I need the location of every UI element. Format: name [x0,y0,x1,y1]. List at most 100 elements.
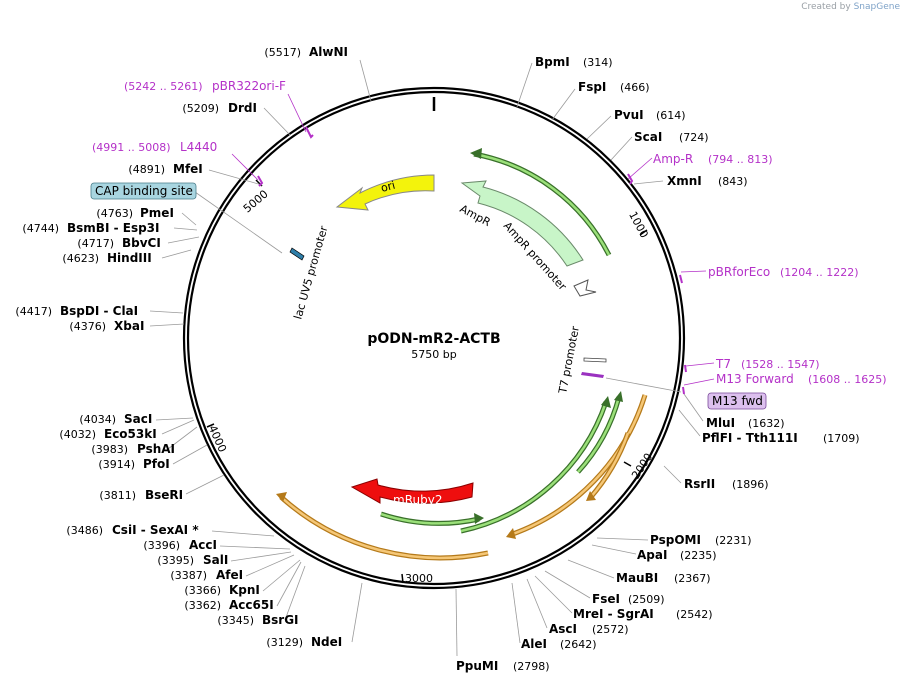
enzyme-maubi[interactable]: MauBI(2367) [616,571,711,585]
enzyme-ppumi[interactable]: PpuMI(2798) [456,659,550,673]
enzyme-scai[interactable]: ScaI(724) [634,130,709,144]
enzyme-kpni[interactable]: (3366)KpnI [184,583,259,597]
ori-arrow[interactable] [335,174,435,211]
svg-text:(5209): (5209) [182,102,219,115]
svg-text:HindIII: HindIII [107,251,152,265]
svg-text:(5517): (5517) [264,46,301,59]
enzyme-pspomi[interactable]: PspOMI (2231) [650,533,752,547]
svg-text:(3362): (3362) [184,599,221,612]
enzyme-afei[interactable]: (3387)AfeI [170,568,243,582]
svg-text:(5242 .. 5261): (5242 .. 5261) [124,80,203,93]
primer-m13-forward[interactable]: M13 Forward(1608 .. 1625) [716,372,887,386]
enzyme-alei[interactable]: AleI (2642) [521,637,597,651]
orf-green-bottom-head [474,513,484,524]
enzyme-bsmbi[interactable]: (4744)BsmBI - Esp3I [22,221,159,235]
svg-text:(2542): (2542) [676,608,713,621]
primer-amp-r[interactable]: Amp-R (794 .. 813) [653,152,773,166]
enzyme-pvui[interactable]: PvuI(614) [614,108,686,122]
ampr-promoter-arrow[interactable] [573,279,597,297]
ampr-arrow[interactable] [460,180,584,267]
svg-text:(2572): (2572) [592,623,629,636]
enzyme-drdi[interactable]: (5209) DrdI [182,101,257,115]
svg-text:(3366): (3366) [184,584,221,597]
enzyme-bseri[interactable]: (3811)BseRI [99,488,183,502]
svg-text:(2509): (2509) [628,593,665,606]
enzyme-saci[interactable]: (4034)SacI [79,412,152,426]
primer-l4440[interactable]: (4991 .. 5008)L4440 [92,140,217,154]
svg-text:XbaI: XbaI [114,319,144,333]
enzyme-bsrgi[interactable]: (3345)BsrGI [217,613,298,627]
svg-text:T7: T7 [715,357,731,371]
enzyme-pshai[interactable]: (3983) PshAI [91,442,175,456]
enzyme-acc65i[interactable]: (3362)Acc65I [184,598,273,612]
mruby2-label: mRuby2 [393,493,442,507]
orf-orange-right-head [506,528,516,539]
m13-fwd-label[interactable]: M13 fwd [707,392,767,410]
svg-text:(3345): (3345) [217,614,254,627]
enzyme-rsrii[interactable]: RsrII(1896) [684,477,769,491]
enzyme-alwni[interactable]: (5517) AlwNI [264,45,348,59]
svg-text:(3396): (3396) [143,539,180,552]
tick-3000: 3000 [401,572,433,585]
enzyme-asci[interactable]: AscI(2572) [549,622,629,636]
svg-text:(2231): (2231) [715,534,752,547]
enzyme-hindiii[interactable]: (4623) HindIII [62,251,151,265]
enzyme-xbai[interactable]: (4376) XbaI [69,319,144,333]
enzyme-labels-right: BpmI(314) FspI(466) PvuI(614) ScaI(724) … [456,55,860,673]
plasmid-length: 5750 bp [411,348,456,361]
enzyme-xmni[interactable]: XmnI(843) [667,174,748,188]
svg-text:AlwNI: AlwNI [309,45,348,59]
enzyme-mfei[interactable]: (4891)MfeI [128,162,202,176]
svg-text:BspDI - ClaI: BspDI - ClaI [60,304,138,318]
orf-orange-inner-head [586,491,596,501]
lacuv5-promoter-arrow[interactable] [289,247,305,261]
svg-text:(3129): (3129) [266,636,303,649]
svg-text:PspOMI: PspOMI [650,533,701,547]
svg-text:PpuMI: PpuMI [456,659,498,673]
svg-text:AleI: AleI [521,637,547,651]
enzyme-ndei[interactable]: (3129)NdeI [266,635,342,649]
enzyme-bspdi[interactable]: (4417) BspDI - ClaI [15,304,138,318]
svg-text:(2642): (2642) [560,638,597,651]
t7-promoter-arrow[interactable] [583,357,607,363]
svg-text:Amp-R: Amp-R [653,152,693,166]
enzyme-acci[interactable]: (3396)AccI [143,538,217,552]
svg-text:(4717): (4717) [77,237,114,250]
enzyme-mrei[interactable]: MreI - SgrAI(2542) [573,607,713,621]
primer-t7[interactable]: T7(1528 .. 1547) [715,357,820,371]
svg-text:(4417): (4417) [15,305,52,318]
mruby2-arrow[interactable] [350,478,474,504]
enzyme-fsei[interactable]: FseI(2509) [592,592,665,606]
primer-pbr322ori-f[interactable]: (5242 .. 5261)pBR322ori-F [124,79,286,93]
svg-text:(3983): (3983) [91,443,128,456]
cap-binding-site-label[interactable]: CAP binding site [90,182,197,200]
svg-text:DrdI: DrdI [228,101,257,115]
enzyme-sali[interactable]: (3395)SalI [157,553,228,567]
primer-leaders [231,93,715,386]
primer-labels: (5242 .. 5261)pBR322ori-F (4991 .. 5008)… [92,79,887,386]
enzyme-bpmi[interactable]: BpmI(314) [535,55,613,69]
enzyme-bbvci[interactable]: (4717)BbvCI [77,236,160,250]
svg-text:(3811): (3811) [99,489,136,502]
enzyme-pfoi[interactable]: (3914)PfoI [98,457,169,471]
tick-2000: 2000 [623,451,655,481]
svg-text:pBRforEco: pBRforEco [708,265,770,279]
svg-text:(794 .. 813): (794 .. 813) [708,153,773,166]
enzyme-pflfi[interactable]: PflFI - Tth111I(1709) [702,431,860,445]
svg-text:(4623): (4623) [62,252,99,265]
enzyme-fspi[interactable]: FspI (466) [578,80,650,94]
enzyme-eco53ki[interactable]: (4032)Eco53kI [59,427,156,441]
svg-text:PshAI: PshAI [137,442,175,456]
enzyme-mlui[interactable]: MluI(1632) [706,416,785,430]
svg-text:(614): (614) [656,109,686,122]
svg-text:FspI: FspI [578,80,606,94]
svg-text:(4376): (4376) [69,320,106,333]
enzyme-csii[interactable]: (3486)CsiI - SexAI * [66,523,199,537]
enzyme-pmei[interactable]: (4763)PmeI [96,206,173,220]
snapgene-credit: Created by SnapGene [801,2,900,12]
svg-text:(1608 .. 1625): (1608 .. 1625) [808,373,887,386]
svg-text:(466): (466) [620,81,650,94]
orf-orange-bottom [279,495,489,561]
enzyme-apai[interactable]: ApaI(2235) [637,548,717,562]
primer-pbrforeco[interactable]: pBRforEco(1204 .. 1222) [708,265,859,279]
